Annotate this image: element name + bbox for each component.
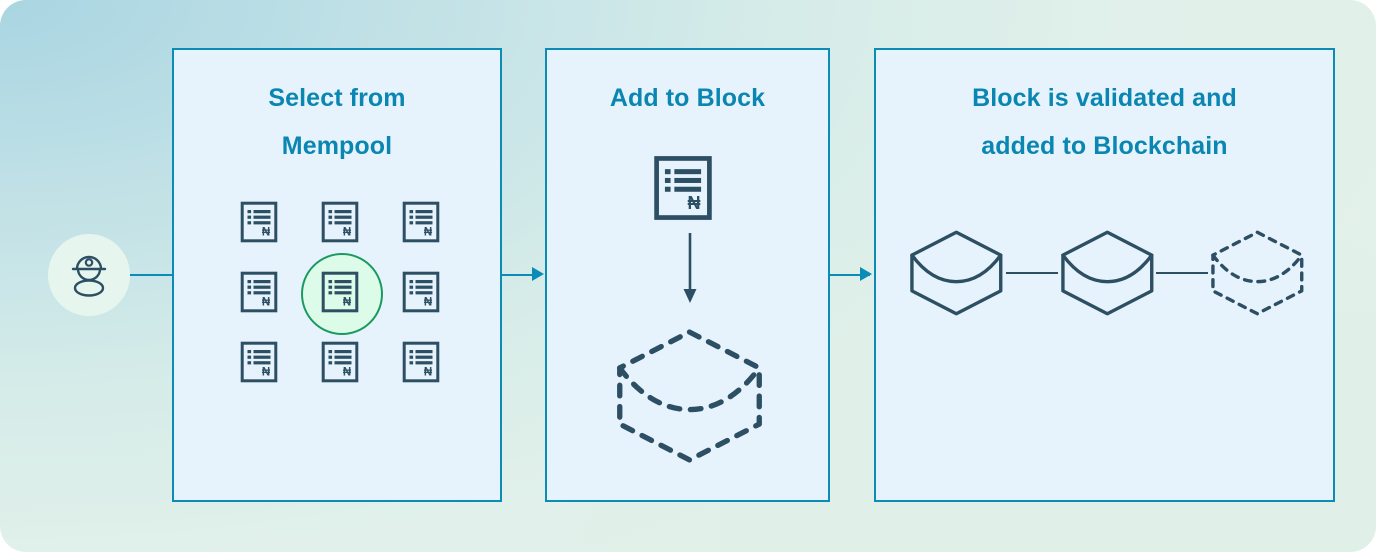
mempool-transaction-6[interactable]: ₦ — [386, 257, 456, 327]
svg-text:₦: ₦ — [687, 193, 700, 213]
transaction-document-icon: ₦ — [240, 201, 277, 243]
mempool-transaction-1[interactable]: ₦ — [224, 187, 294, 257]
svg-text:₦: ₦ — [424, 227, 433, 239]
arrow-right-icon — [532, 267, 544, 281]
chain-link-2 — [1156, 271, 1209, 275]
miner-avatar-icon — [71, 255, 107, 297]
mempool-transaction-8[interactable]: ₦ — [305, 327, 375, 397]
mempool-transaction-3[interactable]: ₦ — [386, 187, 456, 257]
svg-text:₦: ₦ — [424, 367, 433, 379]
transaction-document-icon: ₦ — [654, 156, 712, 220]
arrow-right-icon — [860, 267, 872, 281]
arrow-down-icon — [683, 233, 697, 303]
mempool-transaction-7[interactable]: ₦ — [224, 327, 294, 397]
transaction-document-icon: ₦ — [403, 271, 440, 313]
miner-avatar — [48, 234, 130, 316]
mempool-transaction-5-selected[interactable]: ₦ — [300, 253, 383, 335]
svg-text:₦: ₦ — [424, 297, 433, 309]
svg-text:₦: ₦ — [262, 227, 271, 239]
panel-title-add-to-block: Add to Block — [609, 84, 766, 112]
panel-block-validated: Block is validated and added to Blockcha… — [874, 48, 1335, 502]
svg-text:₦: ₦ — [343, 297, 352, 309]
mempool-transaction-grid: ₦ ₦ — [218, 187, 462, 397]
transaction-document-icon: ₦ — [321, 201, 359, 243]
mempool-transaction-9[interactable]: ₦ — [386, 327, 456, 397]
connector-actor-to-mempool — [129, 273, 175, 276]
transaction-document-icon: ₦ — [321, 341, 359, 383]
svg-text:₦: ₦ — [262, 367, 271, 379]
svg-text:₦: ₦ — [343, 367, 352, 379]
transaction-document-icon: ₦ — [240, 271, 277, 313]
panel-title-block-validated: Block is validated and added to Blockcha… — [972, 84, 1237, 160]
panel-title-select-from-mempool: Select from Mempool — [268, 84, 406, 160]
pending-block-cube-icon — [617, 329, 762, 463]
mempool-transaction-2[interactable]: ₦ — [305, 187, 375, 257]
blockchain-row — [907, 218, 1307, 328]
svg-text:₦: ₦ — [343, 227, 352, 239]
block-cube-icon — [910, 230, 1003, 316]
svg-text:₦: ₦ — [262, 297, 271, 309]
transaction-document-icon: ₦ — [321, 271, 359, 313]
transaction-document-icon: ₦ — [403, 341, 440, 383]
chain-link-1 — [1005, 271, 1058, 275]
block-cube-icon — [1060, 230, 1154, 316]
connector-block-to-blockchain — [828, 273, 870, 276]
transaction-document-icon: ₦ — [240, 341, 277, 383]
panel-add-to-block: Add to Block ₦ — [545, 48, 830, 502]
pending-block-cube-icon — [1211, 230, 1304, 316]
panel-select-from-mempool: Select from Mempool ₦ — [172, 48, 502, 502]
mempool-transaction-4[interactable]: ₦ — [224, 257, 294, 327]
transaction-document-icon: ₦ — [403, 201, 440, 243]
connector-mempool-to-block — [500, 273, 541, 276]
